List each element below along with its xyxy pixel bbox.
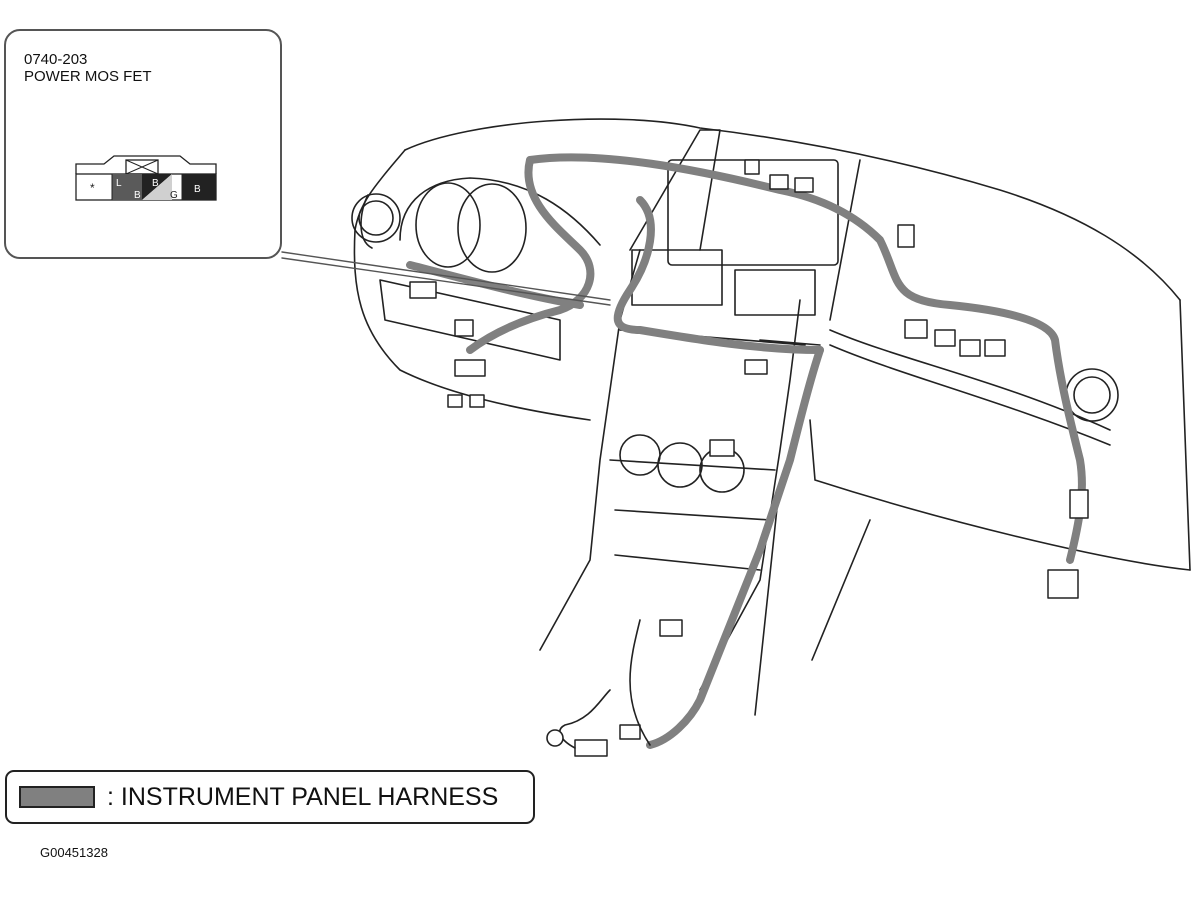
dashboard-right-edge [1179,299,1191,571]
dashboard-top-edge [404,118,1181,301]
bulb-socket [546,729,564,747]
legend-swatch [19,786,95,808]
gauge-right [457,183,527,273]
callout-leader [281,251,611,306]
connector-face-diagram: * L B B G B [75,155,217,201]
gauge-left [415,182,481,268]
center-stack [629,129,721,251]
pin-4-label: B [152,178,159,189]
connector-callout: 0740-203 POWER MOS FET * L B B G B [4,29,282,259]
pin-3-label: B [134,190,141,201]
cluster-hood [399,177,601,246]
legend: : INSTRUMENT PANEL HARNESS [5,770,535,824]
left-vent [351,193,401,243]
pin-1-label: * [90,181,95,195]
legend-label: : INSTRUMENT PANEL HARNESS [107,783,499,811]
pin-2-label: L [116,178,122,189]
connector-name: POWER MOS FET [24,68,152,85]
harness-path [406,153,1086,749]
pin-6-label: B [194,184,201,195]
figure-id: G00451328 [40,845,108,860]
dashboard-lower-right [809,419,1191,571]
pin-5-label: G [170,190,178,201]
connector-code: 0740-203 [24,51,88,68]
